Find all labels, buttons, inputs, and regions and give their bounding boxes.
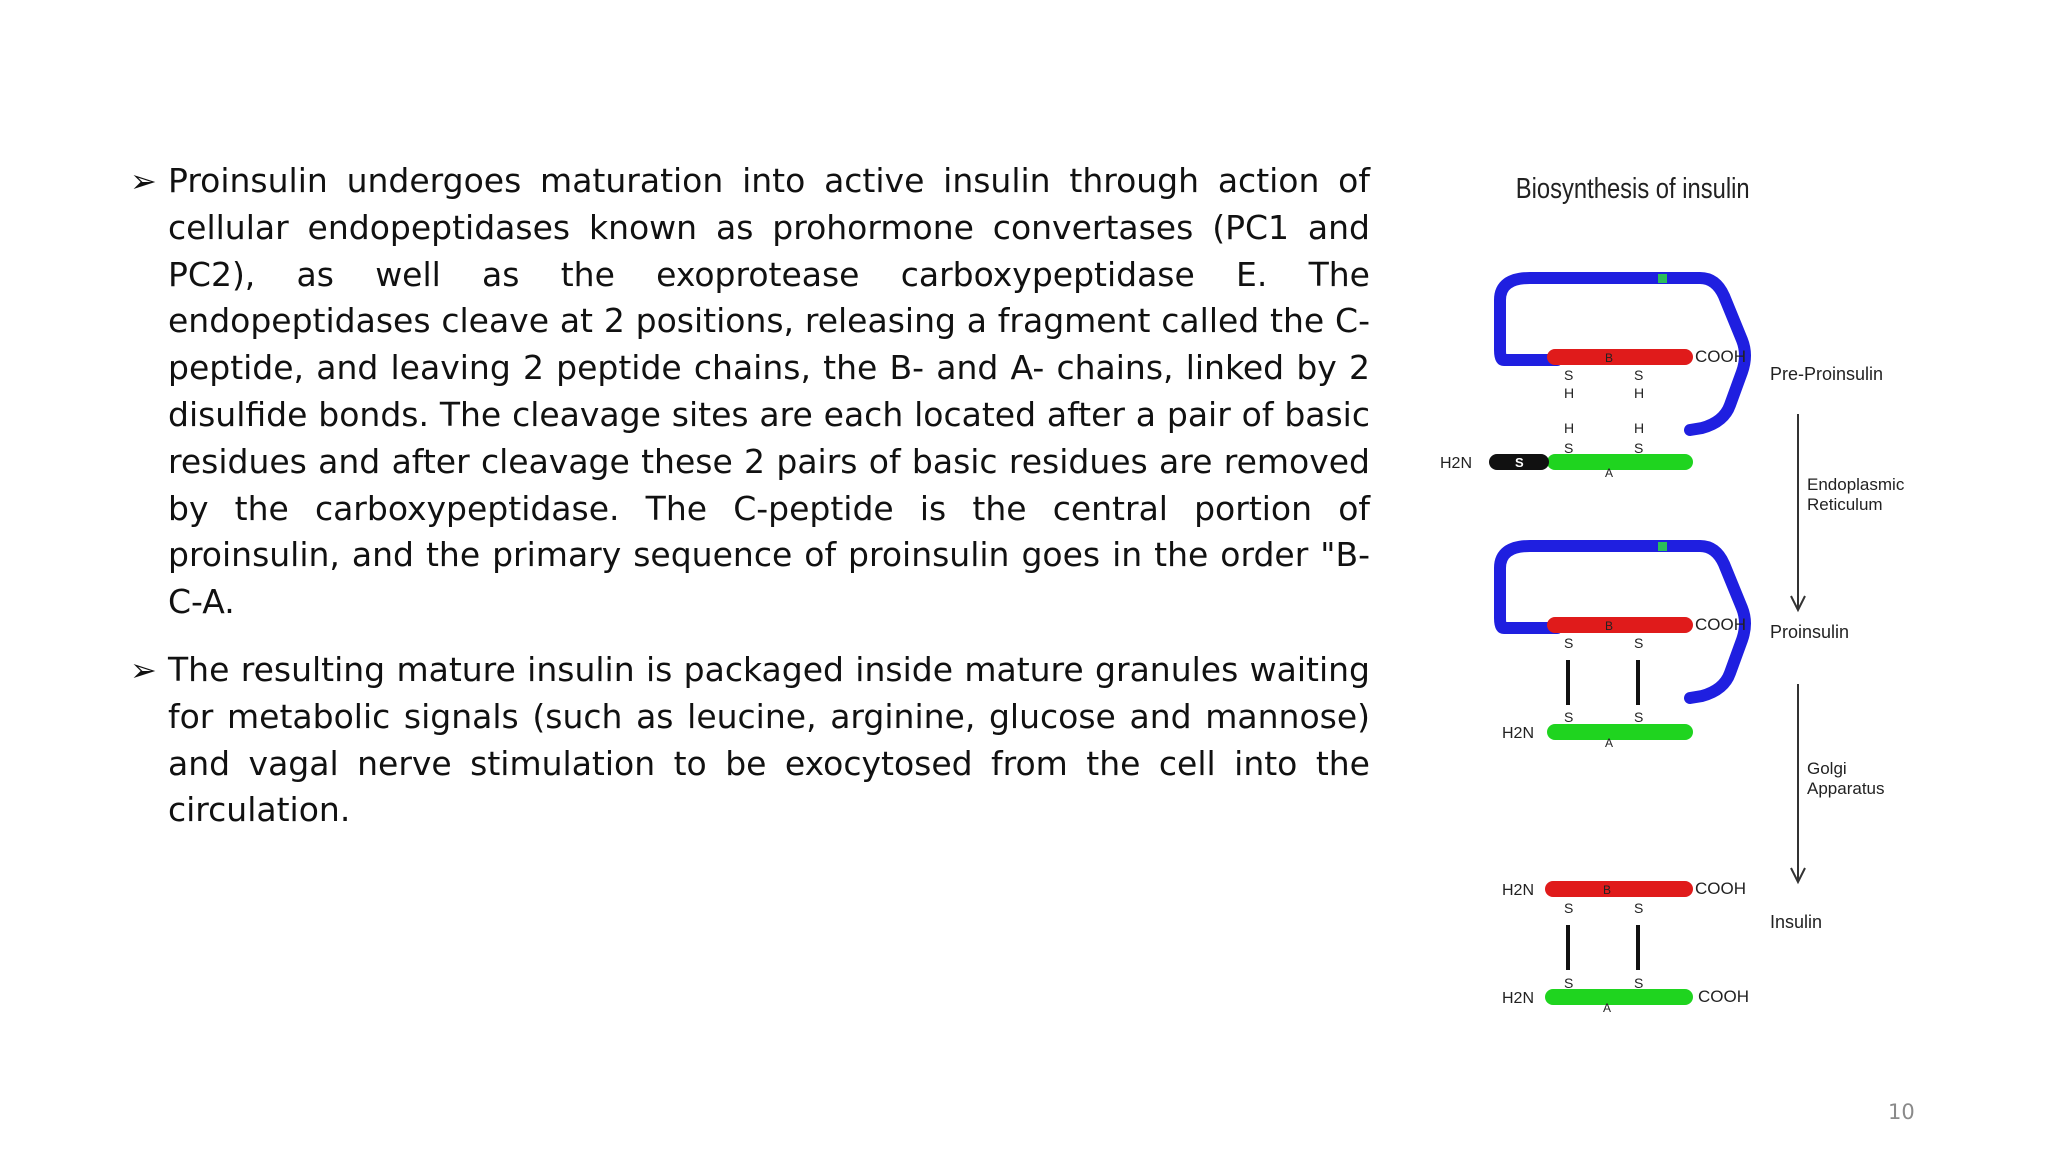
bullet-packaging: ➢ The resulting mature insulin is packag…: [130, 647, 1370, 834]
cleavage-site-marker: [1658, 542, 1667, 551]
page-number: 10: [1888, 1100, 1915, 1124]
signal-peptide: [1489, 454, 1549, 470]
sulfur-label: S: [1634, 635, 1643, 651]
sulfur-label: S: [1634, 900, 1643, 916]
arrow-down-icon: [1790, 595, 1806, 613]
h2n-label: H2N: [1440, 455, 1472, 472]
insulin-biosynthesis-figure: Biosynthesis of insulin S B A COOH H2N S…: [1440, 150, 1940, 1030]
insulin-biosynthesis-diagram: Biosynthesis of insulin S B A COOH H2N S…: [1440, 172, 1905, 1015]
sulfur-label: S: [1564, 709, 1573, 725]
a-chain: [1547, 724, 1693, 740]
figure-title: Biosynthesis of insulin: [1516, 172, 1750, 205]
bullet-text: Proinsulin undergoes maturation into act…: [168, 161, 1370, 622]
bullet-list: ➢ Proinsulin undergoes maturation into a…: [130, 158, 1370, 855]
hydrogen-label: H: [1634, 420, 1644, 436]
b-chain-label: B: [1603, 883, 1611, 897]
b-chain: [1547, 617, 1693, 633]
sulfur-label: S: [1564, 440, 1573, 456]
cooh-label: COOH: [1695, 347, 1746, 366]
stage-label-insulin: Insulin: [1770, 912, 1822, 932]
b-chain-label: B: [1605, 619, 1613, 633]
b-chain: [1545, 881, 1693, 897]
cleavage-site-marker: [1658, 274, 1667, 283]
b-chain-label: B: [1605, 351, 1613, 365]
hydrogen-label: H: [1564, 385, 1574, 401]
h2n-label: H2N: [1502, 882, 1534, 899]
sulfur-label: S: [1634, 709, 1643, 725]
hydrogen-label: H: [1634, 385, 1644, 401]
a-chain: [1545, 989, 1693, 1005]
sulfur-label: S: [1634, 367, 1643, 383]
cooh-label: COOH: [1698, 987, 1749, 1006]
hydrogen-label: H: [1564, 420, 1574, 436]
c-peptide-loop: [1494, 272, 1751, 436]
step-label-golgi-line1: Golgi: [1807, 759, 1847, 778]
stage-label-pre-proinsulin: Pre-Proinsulin: [1770, 364, 1883, 384]
cooh-label: COOH: [1695, 615, 1746, 634]
sulfur-label: S: [1564, 900, 1573, 916]
c-peptide-loop: [1494, 540, 1751, 704]
cooh-label: COOH: [1695, 879, 1746, 898]
sulfur-label: S: [1634, 440, 1643, 456]
a-chain-label: A: [1605, 736, 1613, 750]
a-chain-label: A: [1605, 466, 1613, 480]
h2n-label: H2N: [1502, 725, 1534, 742]
h2n-label: H2N: [1502, 990, 1534, 1007]
signal-s-label: S: [1515, 455, 1524, 470]
bullet-text: The resulting mature insulin is packaged…: [168, 649, 1370, 830]
b-chain: [1547, 349, 1693, 365]
sulfur-label: S: [1634, 975, 1643, 991]
step-label-er-line2: Reticulum: [1807, 495, 1883, 514]
a-chain: [1547, 454, 1693, 470]
step-label-er-line1: Endoplasmic: [1807, 475, 1905, 494]
arrow-bullet-icon: ➢: [130, 650, 157, 689]
arrow-bullet-icon: ➢: [130, 162, 157, 200]
sulfur-label: S: [1564, 975, 1573, 991]
stage-label-proinsulin: Proinsulin: [1770, 622, 1849, 642]
bullet-maturation: ➢ Proinsulin undergoes maturation into a…: [130, 158, 1370, 626]
a-chain-label: A: [1603, 1001, 1611, 1015]
arrow-down-icon: [1790, 867, 1806, 885]
step-label-golgi-line2: Apparatus: [1807, 779, 1885, 798]
sulfur-label: S: [1564, 635, 1573, 651]
sulfur-label: S: [1564, 367, 1573, 383]
